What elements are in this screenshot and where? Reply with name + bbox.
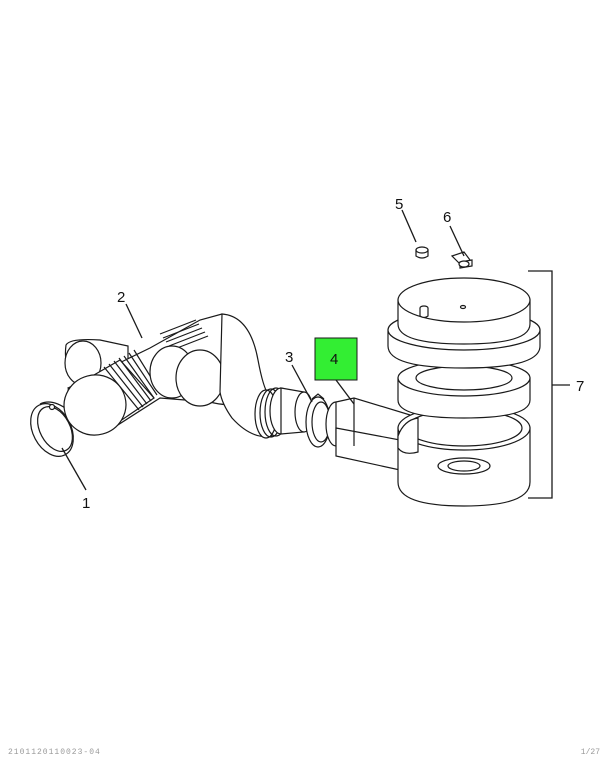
part-2-elbow-duct[interactable] bbox=[57, 313, 314, 442]
callout-5: 5 bbox=[395, 196, 403, 213]
bracket-part-7 bbox=[528, 270, 553, 499]
part-5-cap[interactable] bbox=[415, 246, 429, 259]
footer-drawing-number: 2101120110023-04 bbox=[8, 748, 101, 757]
leader-lines bbox=[61, 209, 570, 499]
part-4-adapter[interactable] bbox=[325, 397, 421, 471]
callout-4: 4 bbox=[330, 351, 338, 368]
callout-2: 2 bbox=[117, 289, 125, 306]
footer-page-ref: 1/27 bbox=[580, 748, 600, 757]
duct-corrugations-top bbox=[159, 319, 209, 351]
callout-7: 7 bbox=[576, 378, 584, 395]
callout-1: 1 bbox=[82, 495, 90, 512]
part-7-air-cleaner[interactable] bbox=[387, 277, 541, 507]
part-6-wing-nut[interactable] bbox=[450, 251, 473, 269]
callout-6: 6 bbox=[443, 209, 451, 226]
highlight-box-part-4 bbox=[314, 337, 358, 381]
callout-3: 3 bbox=[285, 349, 293, 366]
